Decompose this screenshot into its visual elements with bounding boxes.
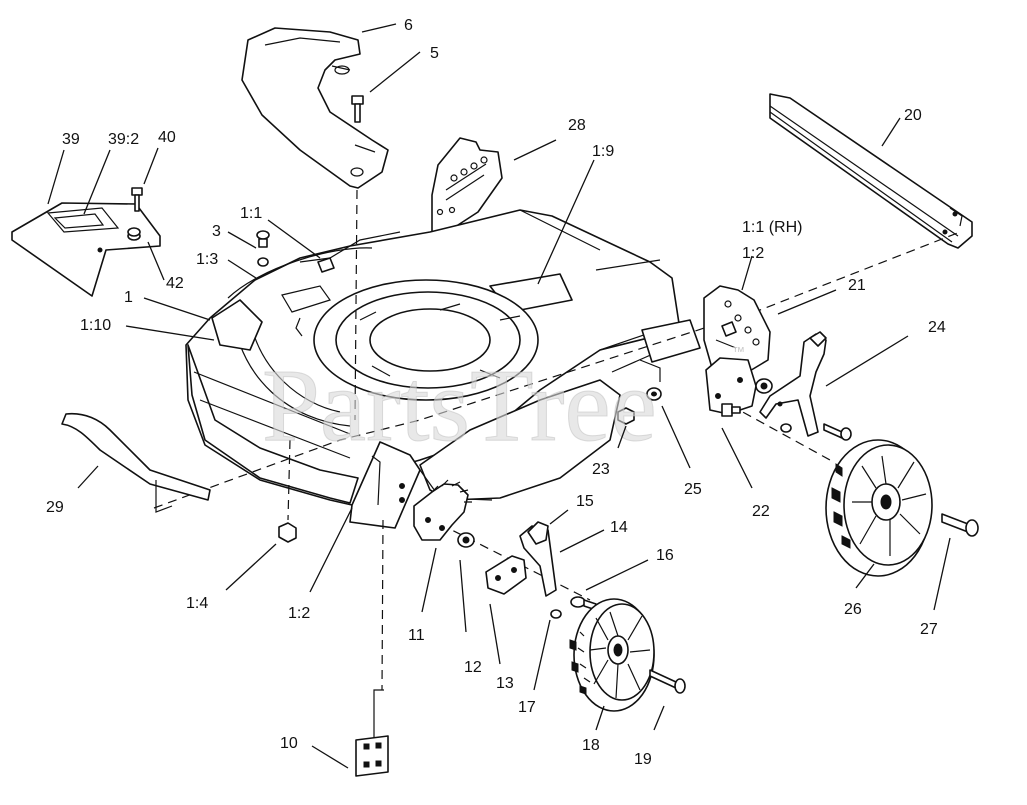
bracket-21-part <box>705 357 757 415</box>
callout-12: 12 <box>464 659 482 676</box>
front-axle-bolt-part <box>649 669 686 694</box>
bolt-40-part <box>131 187 143 212</box>
nut-1-4-part <box>278 522 297 543</box>
spacer-12-part <box>457 532 475 548</box>
callout-1-1: 1:1 <box>240 205 262 222</box>
callout-23: 23 <box>592 461 610 478</box>
callout-28: 28 <box>568 117 586 134</box>
bolt-22-part <box>721 403 741 417</box>
callout-15: 15 <box>576 493 594 510</box>
bolt-24-part <box>823 423 852 441</box>
nut-42-part <box>127 227 141 241</box>
callout-1-3: 1:3 <box>196 251 218 268</box>
callout-25: 25 <box>684 481 702 498</box>
callout-20: 20 <box>904 107 922 124</box>
mower-deck-part <box>185 209 701 529</box>
clip-15-part <box>527 521 549 545</box>
bolt-5-part <box>351 95 364 123</box>
callout-10: 10 <box>280 735 298 752</box>
callout-14: 14 <box>610 519 628 536</box>
handle-rail-part <box>769 93 973 249</box>
callout-40: 40 <box>158 129 176 146</box>
assembly-lines <box>153 189 961 740</box>
callout-39-2: 39:2 <box>108 131 139 148</box>
height-adjuster-28-part <box>431 137 503 251</box>
callout-24: 24 <box>928 319 946 336</box>
wheel-bracket-13-part <box>485 555 527 595</box>
rear-wheel-part <box>825 439 933 577</box>
callout-19: 19 <box>634 751 652 768</box>
callout-16: 16 <box>656 547 674 564</box>
callout-1-9: 1:9 <box>592 143 614 160</box>
nut-23-part <box>617 407 635 425</box>
callout-1-2: 1:2 <box>288 605 310 622</box>
height-adjuster-11-part <box>413 479 472 541</box>
callout-26: 26 <box>844 601 862 618</box>
callout-42: 42 <box>166 275 184 292</box>
rear-axle-bolt-part <box>941 513 979 537</box>
watermark-trademark: ™ <box>732 344 745 359</box>
clip-1-1-part <box>317 257 335 273</box>
callout-39: 39 <box>62 131 80 148</box>
callout-1-1-rh: 1:1 (RH) <box>742 219 802 236</box>
callout-1-2-rh: 1:2 <box>742 245 764 262</box>
bushing-25-part <box>646 387 662 401</box>
callout-11: 11 <box>408 627 425 644</box>
watermark: PartsTree <box>262 348 657 463</box>
callout-1-4: 1:4 <box>186 595 208 612</box>
callout-3: 3 <box>212 223 221 240</box>
discharge-deflector-part <box>241 27 389 189</box>
rear-guard-strip-part <box>61 412 211 513</box>
callout-22: 22 <box>752 503 770 520</box>
callout-18: 18 <box>582 737 600 754</box>
bolt-3-part <box>256 230 270 267</box>
callout-5: 5 <box>430 45 439 62</box>
plate-10-part <box>355 735 389 777</box>
callout-labels: 6 5 28 1:9 20 39 39:2 40 1:1 3 1:3 42 1 … <box>46 17 946 768</box>
leader-lines <box>47 23 951 769</box>
washer-17-part <box>550 609 562 619</box>
front-wheel-part <box>569 598 655 712</box>
height-adjuster-rh-part <box>703 285 771 373</box>
callout-1: 1 <box>124 289 133 306</box>
callout-1-10: 1:10 <box>80 317 111 334</box>
callout-6: 6 <box>404 17 413 34</box>
callout-17: 17 <box>518 699 536 716</box>
wheel-bracket-24-part <box>755 331 827 437</box>
callout-13: 13 <box>496 675 514 692</box>
rear-flap-part <box>11 202 161 297</box>
callout-21: 21 <box>848 277 866 294</box>
callout-29: 29 <box>46 499 64 516</box>
callout-27: 27 <box>920 621 938 638</box>
